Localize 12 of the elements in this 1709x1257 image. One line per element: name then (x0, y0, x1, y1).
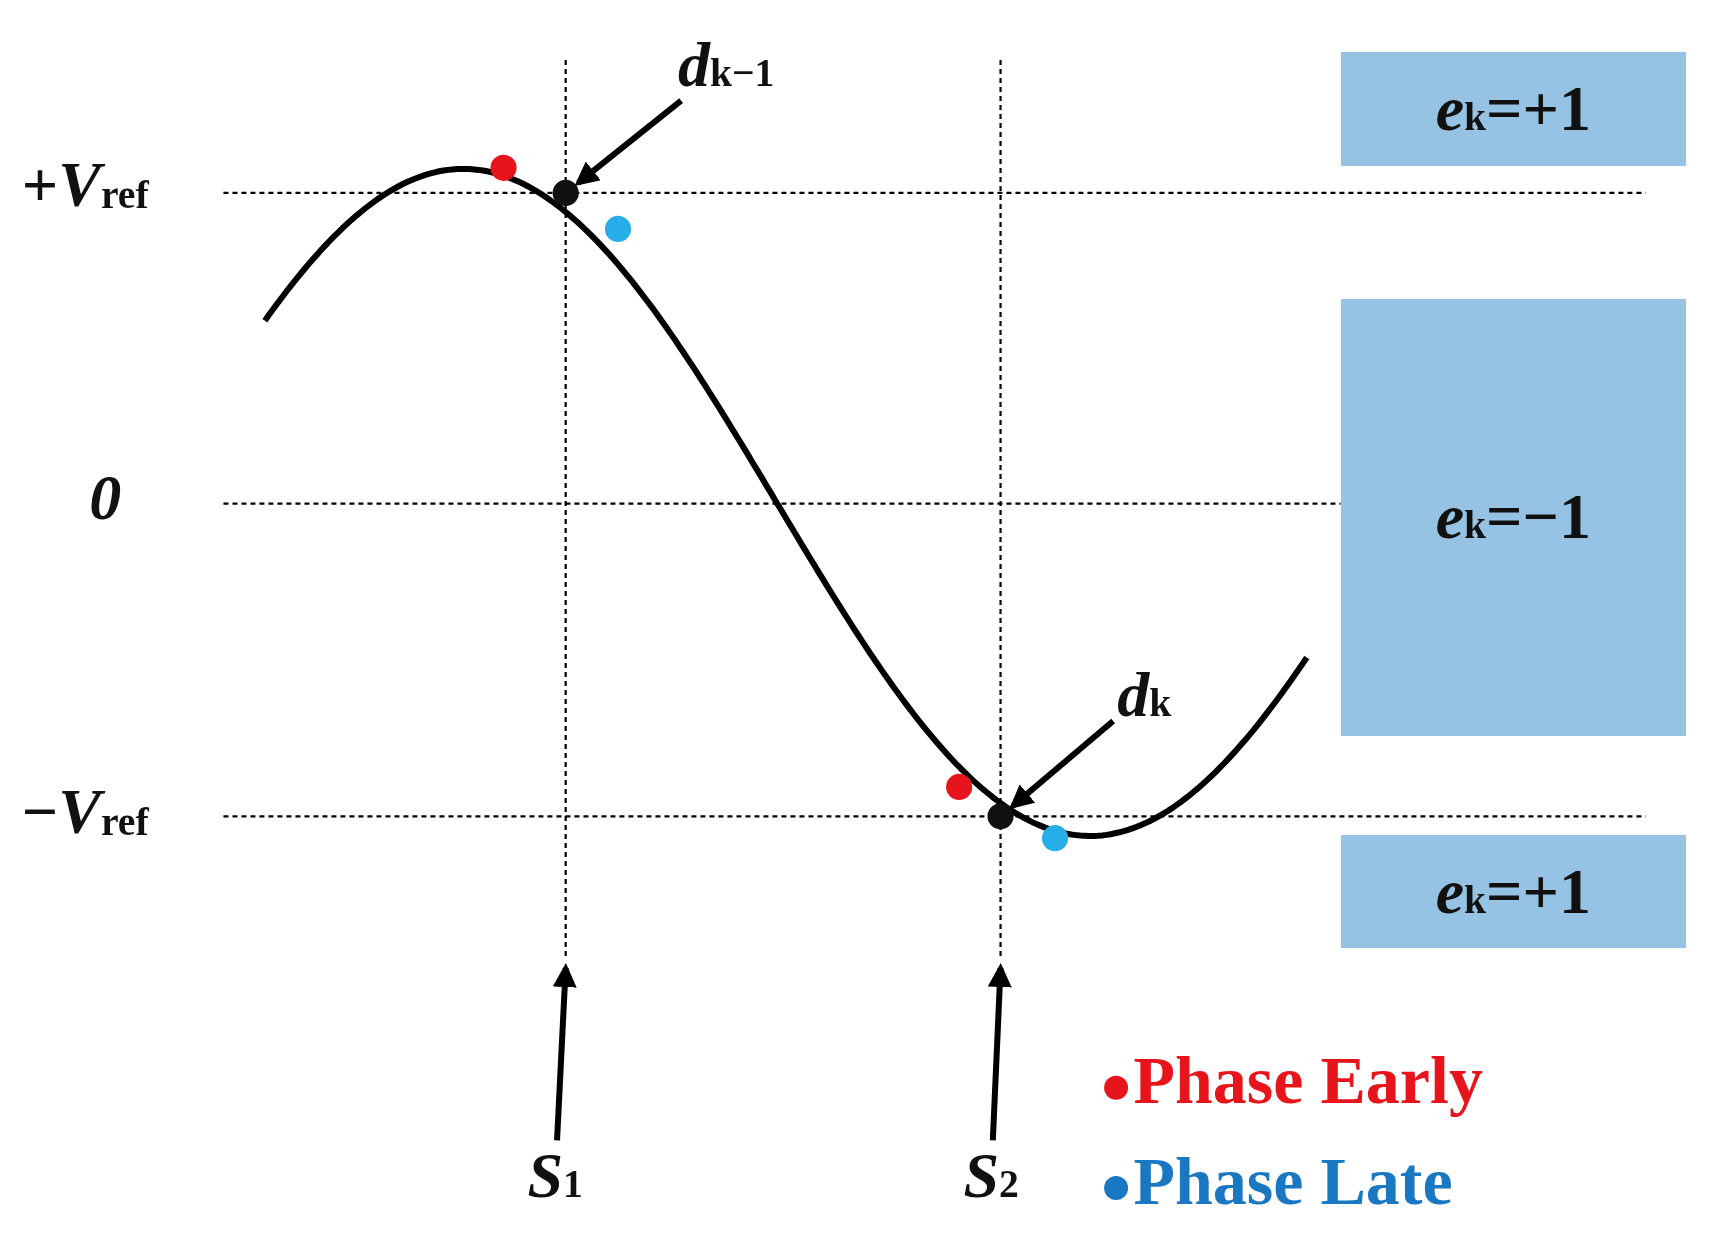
sampling-arrow (987, 963, 1012, 1141)
error-region-box (1340, 298, 1687, 736)
sample-point-dot (552, 179, 579, 206)
leader-arrow (1009, 718, 1116, 810)
legend-label: Phase Late (1133, 1146, 1453, 1215)
sample-point-dot (987, 803, 1014, 830)
legend-label: Phase Early (1133, 1046, 1483, 1115)
voltage-level-label: 0 (89, 466, 122, 531)
sampling-arrow (552, 963, 577, 1141)
error-region-box (1340, 52, 1687, 166)
leader-arrow (574, 98, 683, 186)
error-region-box (1340, 834, 1687, 949)
